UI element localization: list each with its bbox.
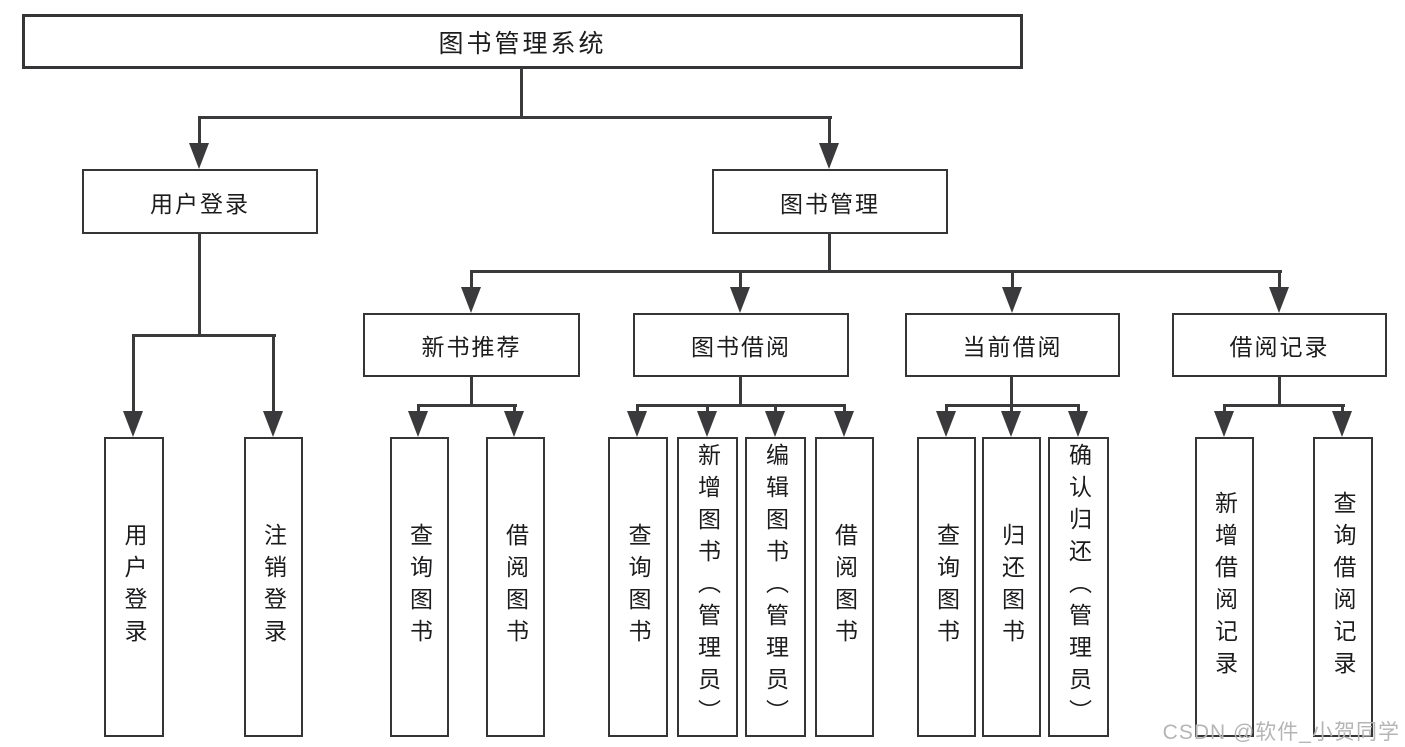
connector-line-v: [739, 376, 742, 406]
leaf-borrow-books: 借阅图书: [486, 437, 545, 737]
connector-line-v: [1010, 404, 1013, 414]
node-new-book-recommendation: 新书推荐: [363, 313, 580, 377]
arrowhead-down-icon: [627, 411, 647, 437]
leaf-label: 编辑图书（管理员）: [762, 443, 789, 731]
connector-line-v: [828, 116, 831, 146]
node-label: 图书借阅: [691, 334, 791, 360]
leaf-confirm-return-admin: 确认归还（管理员）: [1048, 437, 1109, 737]
leaf-label: 借阅图书: [831, 523, 858, 651]
connector-line-v: [636, 404, 639, 414]
arrowhead-down-icon: [819, 143, 839, 169]
arrowhead-down-icon: [730, 287, 750, 313]
connector-line-v: [1278, 376, 1281, 406]
connector-line-h: [198, 116, 832, 119]
connector-line-v: [272, 334, 275, 414]
arrowhead-down-icon: [263, 411, 283, 437]
arrowhead-down-icon: [1001, 411, 1021, 437]
leaf-label: 注销登录: [260, 523, 287, 651]
connector-line-v: [132, 334, 135, 414]
connector-line-h: [132, 334, 276, 337]
leaf-user-login: 用户登录: [104, 437, 164, 737]
leaf-label: 查询图书: [625, 523, 651, 651]
leaf-label: 查询图书: [406, 523, 433, 651]
node-borrowing-records: 借阅记录: [1172, 313, 1387, 377]
connector-line-h: [417, 404, 517, 407]
leaf-label: 查询借阅记录: [1330, 491, 1356, 683]
node-current-borrowing: 当前借阅: [905, 313, 1120, 377]
connector-line-v: [774, 404, 777, 414]
leaf-logout: 注销登录: [244, 437, 303, 737]
connector-line-v: [198, 232, 201, 336]
connector-line-h: [470, 270, 1282, 273]
arrowhead-down-icon: [189, 143, 209, 169]
watermark: CSDN @软件_小贺同学: [1162, 721, 1400, 744]
connector-line-v: [739, 270, 742, 290]
leaf-label: 确认归还（管理员）: [1065, 443, 1092, 731]
arrowhead-down-icon: [834, 411, 854, 437]
connector-line-v: [843, 404, 846, 414]
connector-line-v: [1011, 270, 1014, 290]
connector-line-h: [636, 404, 846, 407]
leaf-edit-books-admin: 编辑图书（管理员）: [745, 437, 806, 737]
connector-line-v: [470, 270, 473, 290]
connector-line-v: [945, 404, 948, 414]
arrowhead-down-icon: [1269, 287, 1289, 313]
connector-line-v: [198, 116, 201, 146]
leaf-query-books: 查询图书: [390, 437, 449, 737]
node-label: 新书推荐: [421, 334, 522, 360]
connector-line-h: [1223, 404, 1345, 407]
arrowhead-down-icon: [1214, 411, 1234, 437]
connector-line-v: [520, 68, 523, 118]
connector-line-v: [1077, 404, 1080, 414]
arrowhead-down-icon: [1002, 287, 1022, 313]
leaf-label: 新增图书（管理员）: [694, 443, 721, 731]
connector-line-v: [470, 376, 473, 406]
arrowhead-down-icon: [765, 411, 785, 437]
node-label: 图书管理系统: [438, 29, 607, 58]
connector-line-v: [417, 404, 420, 414]
node-label: 用户登录: [150, 190, 250, 217]
leaf-query-books: 查询图书: [917, 437, 976, 737]
leaf-borrow-books: 借阅图书: [815, 437, 874, 737]
node-label: 当前借阅: [962, 334, 1063, 360]
leaf-label: 新增借阅记录: [1211, 491, 1238, 683]
node-label: 借阅记录: [1229, 334, 1330, 360]
node-user-login: 用户登录: [82, 169, 318, 234]
leaf-query-borrow-record: 查询借阅记录: [1313, 437, 1373, 737]
leaf-label: 查询图书: [933, 523, 960, 651]
connector-line-v: [828, 232, 831, 273]
leaf-label: 归还图书: [998, 523, 1025, 651]
arrowhead-down-icon: [697, 411, 717, 437]
node-library-system: 图书管理系统: [22, 14, 1023, 69]
leaf-label: 用户登录: [121, 523, 147, 651]
node-book-borrowing: 图书借阅: [633, 313, 849, 377]
leaf-query-books: 查询图书: [608, 437, 668, 737]
arrowhead-down-icon: [1332, 411, 1352, 437]
connector-line-v: [513, 404, 516, 414]
arrowhead-down-icon: [1068, 411, 1088, 437]
arrowhead-down-icon: [504, 411, 524, 437]
connector-line-v: [1278, 270, 1281, 290]
connector-line-v: [1223, 404, 1226, 414]
arrowhead-down-icon: [123, 411, 143, 437]
connector-line-v: [1010, 376, 1013, 406]
arrowhead-down-icon: [936, 411, 956, 437]
arrowhead-down-icon: [408, 411, 428, 437]
leaf-add-books-admin: 新增图书（管理员）: [677, 437, 738, 737]
node-book-management: 图书管理: [712, 169, 948, 234]
connector-line-v: [1341, 404, 1344, 414]
leaf-label: 借阅图书: [502, 523, 529, 651]
arrowhead-down-icon: [461, 287, 481, 313]
connector-line-v: [706, 404, 709, 414]
leaf-return-books: 归还图书: [982, 437, 1041, 737]
leaf-add-borrow-record: 新增借阅记录: [1195, 437, 1254, 737]
node-label: 图书管理: [780, 190, 880, 217]
